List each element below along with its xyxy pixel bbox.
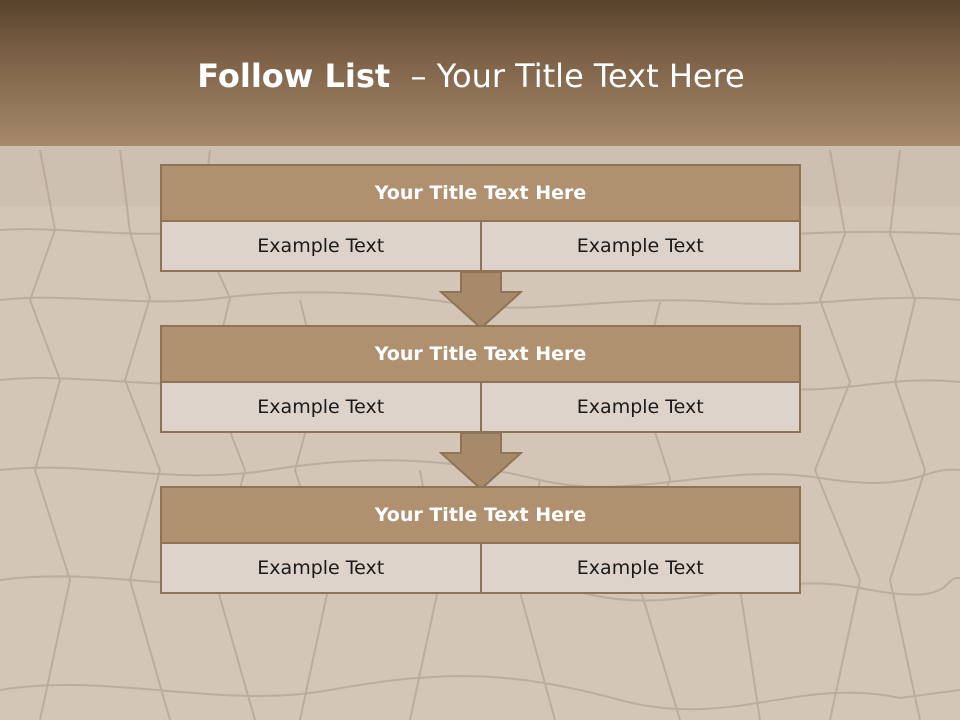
- list-block-2: Your Title Text Here Example Text Exampl…: [160, 325, 801, 433]
- block-cell-right: Example Text: [479, 383, 800, 431]
- block-title: Your Title Text Here: [160, 325, 801, 383]
- block-cell-right: Example Text: [479, 544, 800, 592]
- block-cell-left: Example Text: [257, 235, 385, 257]
- block-cell-left: Example Text: [257, 396, 385, 418]
- block-title: Your Title Text Here: [160, 164, 801, 222]
- header-band: Follow List – Your Title Text Here: [0, 0, 960, 146]
- page-title: Follow List – Your Title Text Here: [0, 56, 942, 96]
- block-row: Example Text Example Text: [160, 383, 801, 433]
- list-block-3: Your Title Text Here Example Text Exampl…: [160, 486, 801, 594]
- down-arrow-icon: [439, 271, 523, 330]
- list-block-1: Your Title Text Here Example Text Exampl…: [160, 164, 801, 272]
- title-bold: Follow List: [197, 57, 391, 95]
- block-cell-right: Example Text: [479, 222, 800, 270]
- block-row: Example Text Example Text: [160, 222, 801, 272]
- down-arrow-icon: [439, 432, 523, 491]
- block-title: Your Title Text Here: [160, 486, 801, 544]
- block-cell-left: Example Text: [257, 557, 385, 579]
- title-subtitle: – Your Title Text Here: [390, 57, 745, 95]
- block-row: Example Text Example Text: [160, 544, 801, 594]
